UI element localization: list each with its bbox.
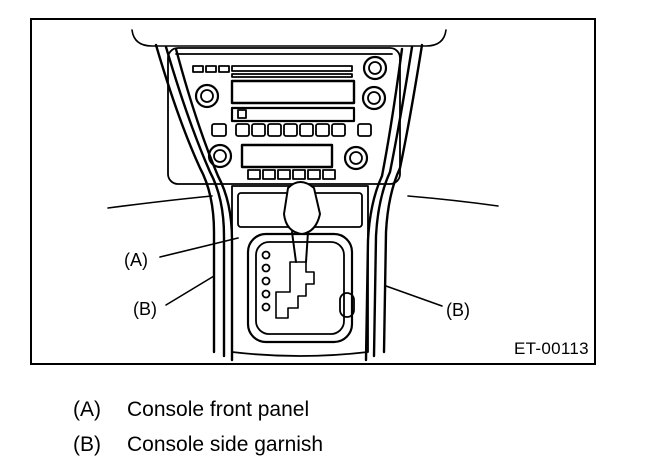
audio-panel: [167, 47, 401, 185]
legend-row-a: (A) Console front panel: [73, 398, 309, 422]
legend-text-b: Console side garnish: [127, 433, 324, 456]
shift-knob: [283, 181, 321, 263]
legend-row-b: (B) Console side garnish: [73, 433, 323, 457]
callout-b-left: (B): [133, 299, 157, 319]
figure-code: ET-00113: [514, 339, 589, 358]
leader-lines: [159, 237, 443, 307]
figure-frame: [30, 18, 596, 365]
callout-a: (A): [124, 250, 148, 270]
callout-b-right: (B): [446, 300, 470, 320]
legend-text-a: Console front panel: [127, 398, 310, 421]
legend-key-b: (B): [73, 433, 101, 456]
legend-key-a: (A): [73, 398, 101, 421]
dashboard-outline: [107, 29, 499, 209]
